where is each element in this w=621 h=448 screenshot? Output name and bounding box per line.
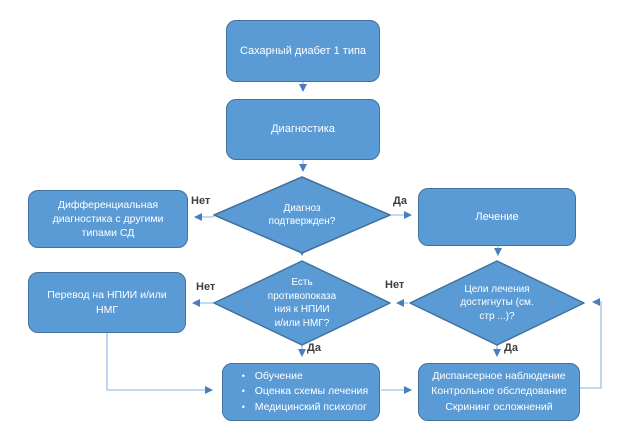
decision-goals-achieved-shape xyxy=(409,260,585,346)
list-item: Оценка схемы лечения xyxy=(242,384,368,400)
list-item: стр ...)? xyxy=(479,310,515,322)
edge-label-yes-diagnosis: Да xyxy=(393,195,407,207)
node-education: ОбучениеОценка схемы леченияМедицинский … xyxy=(222,363,380,421)
edge-label-no-contraindications: Нет xyxy=(196,281,216,293)
edge-label-yes-contraindications: Да xyxy=(307,342,321,354)
edge-label-no-diagnosis: Нет xyxy=(191,195,211,207)
decision-contraindications-label: Есть противопоказа ния к НПИИ и/или НМГ? xyxy=(247,275,357,331)
edge-label-no-goals: Нет xyxy=(385,279,405,291)
list-item: Диспансерное наблюдение xyxy=(432,370,566,383)
list-item: Контрольное обследование xyxy=(431,385,567,398)
node-diagnostics: Диагностика xyxy=(226,99,380,160)
edge-label-yes-goals: Да xyxy=(504,342,518,354)
list-item: и/или НМГ? xyxy=(274,317,330,329)
decision-contraindications-shape xyxy=(213,260,391,346)
list-item: достигнуты (см. xyxy=(460,297,534,309)
edge-transfer-education xyxy=(106,333,213,394)
education-bullet-list: ОбучениеОценка схемы леченияМедицинский … xyxy=(234,369,368,415)
decision-diagnosis-confirmed-shape xyxy=(213,176,391,254)
node-differential-diagnosis: Дифференциальная диагностика с другими т… xyxy=(28,190,188,248)
list-item: ния к НПИИ xyxy=(274,304,330,315)
list-item: подтвержден? xyxy=(268,216,336,227)
list-item: Скрининг осложнений xyxy=(445,400,553,413)
node-transfer-npii-nmg: Перевод на НПИИ и/или НМГ xyxy=(28,272,186,333)
list-item: Диагноз xyxy=(283,202,321,214)
node-diabetes-type1: Сахарный диабет 1 типа xyxy=(226,20,380,82)
list-item: Медицинский психолог xyxy=(242,400,368,416)
node-treatment: Лечение xyxy=(418,188,576,246)
decision-diagnosis-confirmed-label: Диагноз подтвержден? xyxy=(242,192,362,238)
list-item: Есть xyxy=(291,277,313,288)
decision-goals-achieved-label: Цели лечения достигнуты (см.стр ...)? xyxy=(437,282,557,324)
edge-dispensary-decision3-feedback xyxy=(580,298,602,389)
list-item: Цели лечения xyxy=(464,283,530,295)
list-item: Обучение xyxy=(242,369,368,385)
list-item: противопоказа xyxy=(267,290,337,302)
